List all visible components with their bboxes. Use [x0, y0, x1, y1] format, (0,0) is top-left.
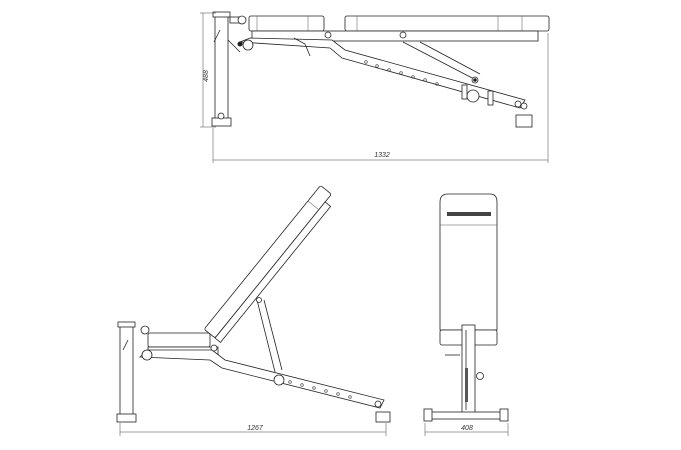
dimension-length-flat: 1332	[374, 152, 390, 159]
frame-rail	[251, 30, 539, 42]
rear-foot	[515, 114, 533, 128]
back-pad	[344, 15, 550, 32]
column-logo	[465, 368, 468, 402]
seat-pad	[147, 332, 211, 348]
seat-pad	[248, 15, 325, 32]
front-foot	[116, 413, 137, 423]
main-tube	[239, 37, 526, 109]
brand-logo	[447, 212, 491, 216]
adjust-knob	[237, 15, 247, 25]
rear-foot	[375, 411, 391, 423]
support-strut	[402, 41, 477, 81]
dimension-width: 408	[461, 425, 473, 432]
dimension-length-inclined: 1267	[247, 425, 264, 432]
center-column	[461, 324, 476, 416]
base-bar	[424, 411, 508, 420]
main-tube	[138, 349, 385, 409]
adjust-knob	[140, 325, 150, 335]
side-view-flat: 488 1332	[200, 11, 550, 163]
front-post	[214, 13, 229, 123]
front-post	[119, 324, 134, 418]
front-view: 408	[423, 193, 509, 436]
back-pad	[439, 193, 498, 331]
pivot-ring	[466, 89, 480, 103]
adjust-knob	[476, 372, 484, 380]
support-strut	[256, 299, 276, 373]
dimension-height: 488	[203, 70, 210, 82]
side-view-inclined: 1267	[116, 185, 391, 436]
